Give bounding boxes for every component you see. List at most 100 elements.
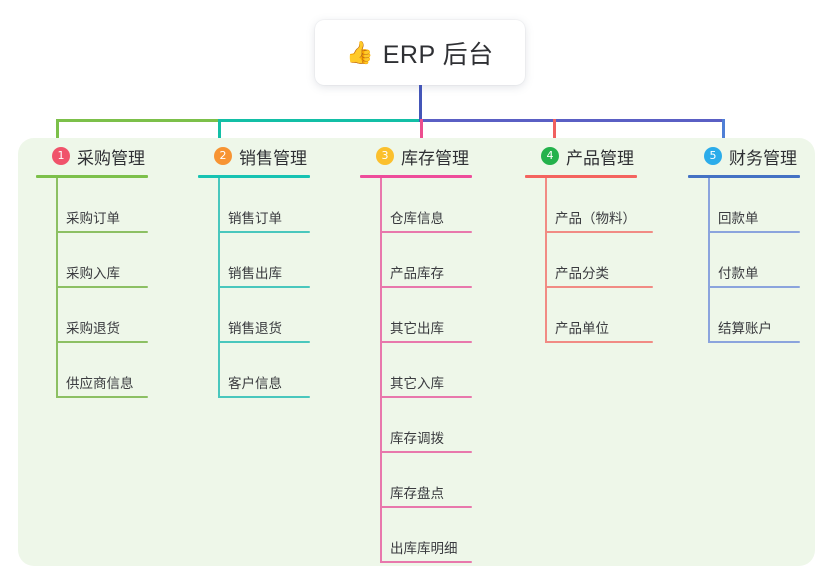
leaf-node[interactable]: 产品（物料）	[525, 178, 653, 233]
leaf-node[interactable]: 库存盘点	[360, 453, 472, 508]
branch-title-2: 销售管理	[239, 148, 307, 168]
leaf-node-label: 供应商信息	[66, 376, 134, 391]
branch-header-3[interactable]: 3 库存管理	[360, 143, 472, 169]
leaf-node-label: 回款单	[718, 211, 759, 226]
leaf-node-label: 出库库明细	[390, 541, 458, 556]
connector-bar-purple	[419, 119, 725, 122]
leaf-node[interactable]: 采购订单	[36, 178, 148, 233]
branch-items-3: 仓库信息产品库存其它出库其它入库库存调拨库存盘点出库库明细	[360, 178, 472, 563]
branch-rule-1	[36, 175, 148, 178]
branch-title-3: 库存管理	[401, 148, 469, 168]
branch-header-5[interactable]: 5 财务管理	[688, 143, 800, 169]
leaf-node-label: 产品单位	[555, 321, 609, 336]
leaf-node[interactable]: 销售出库	[198, 233, 310, 288]
branch-badge-2: 2	[214, 147, 232, 165]
branch-title-1: 采购管理	[77, 148, 145, 168]
leaf-node-rule	[545, 231, 653, 233]
leaf-node[interactable]: 采购退货	[36, 288, 148, 343]
leaf-node-rule	[380, 341, 472, 343]
leaf-node[interactable]: 付款单	[688, 233, 800, 288]
leaf-node-rule	[56, 286, 148, 288]
leaf-node-label: 其它入库	[390, 376, 444, 391]
leaf-node-rule	[708, 231, 800, 233]
branch-column-3: 3 库存管理仓库信息产品库存其它出库其它入库库存调拨库存盘点出库库明细	[360, 143, 472, 563]
root-node-label: ERP 后台	[382, 40, 494, 69]
leaf-node-rule	[218, 341, 310, 343]
leaf-node-label: 付款单	[718, 266, 759, 281]
connector-drop-3	[420, 119, 423, 147]
leaf-node-rule	[545, 341, 653, 343]
branch-badge-3: 3	[376, 147, 394, 165]
connector-drop-5	[722, 119, 725, 147]
branch-column-2: 2 销售管理销售订单销售出库销售退货客户信息	[198, 143, 310, 398]
branch-badge-5: 5	[704, 147, 722, 165]
leaf-node[interactable]: 销售订单	[198, 178, 310, 233]
leaf-node[interactable]: 出库库明细	[360, 508, 472, 563]
leaf-node-label: 其它出库	[390, 321, 444, 336]
root-node-card[interactable]: 👍 ERP 后台	[315, 20, 525, 85]
branch-rule-2	[198, 175, 310, 178]
branch-title-4: 产品管理	[566, 148, 634, 168]
leaf-node-label: 客户信息	[228, 376, 282, 391]
leaf-node-label: 产品（物料）	[555, 211, 636, 226]
leaf-node-label: 销售退货	[228, 321, 282, 336]
leaf-node-rule	[218, 286, 310, 288]
branch-items-2: 销售订单销售出库销售退货客户信息	[198, 178, 310, 398]
leaf-node-rule	[545, 286, 653, 288]
branch-spine-1	[56, 178, 58, 398]
leaf-node[interactable]: 供应商信息	[36, 343, 148, 398]
branch-rule-4	[525, 175, 637, 178]
leaf-node-label: 产品库存	[390, 266, 444, 281]
leaf-node[interactable]: 回款单	[688, 178, 800, 233]
leaf-node-rule	[380, 286, 472, 288]
leaf-node-rule	[218, 396, 310, 398]
leaf-node-label: 销售出库	[228, 266, 282, 281]
leaf-node-rule	[708, 341, 800, 343]
leaf-node[interactable]: 产品库存	[360, 233, 472, 288]
branch-rule-3	[360, 175, 472, 178]
branch-column-5: 5 财务管理回款单付款单结算账户	[688, 143, 800, 343]
leaf-node-rule	[56, 231, 148, 233]
leaf-node-rule	[380, 506, 472, 508]
leaf-node[interactable]: 库存调拨	[360, 398, 472, 453]
leaf-node[interactable]: 销售退货	[198, 288, 310, 343]
leaf-node-label: 销售订单	[228, 211, 282, 226]
leaf-node-label: 采购订单	[66, 211, 120, 226]
branch-title-5: 财务管理	[729, 148, 797, 168]
leaf-node-rule	[380, 396, 472, 398]
connector-bar-teal	[218, 119, 422, 122]
branch-spine-2	[218, 178, 220, 398]
leaf-node[interactable]: 采购入库	[36, 233, 148, 288]
leaf-node-label: 库存调拨	[390, 431, 444, 446]
leaf-node-label: 仓库信息	[390, 211, 444, 226]
leaf-node[interactable]: 仓库信息	[360, 178, 472, 233]
leaf-node-rule	[218, 231, 310, 233]
leaf-node-label: 采购入库	[66, 266, 120, 281]
leaf-node[interactable]: 客户信息	[198, 343, 310, 398]
branch-spine-4	[545, 178, 547, 343]
branch-rule-5	[688, 175, 800, 178]
connector-drop-2	[218, 119, 221, 147]
leaf-node-rule	[380, 231, 472, 233]
leaf-node[interactable]: 结算账户	[688, 288, 800, 343]
connector-drop-1	[56, 119, 59, 147]
connector-drop-4	[553, 119, 556, 147]
leaf-node-label: 库存盘点	[390, 486, 444, 501]
leaf-node-label: 结算账户	[718, 321, 772, 336]
branch-header-2[interactable]: 2 销售管理	[198, 143, 310, 169]
leaf-node-rule	[708, 286, 800, 288]
leaf-node-rule	[380, 451, 472, 453]
leaf-node-label: 采购退货	[66, 321, 120, 336]
leaf-node[interactable]: 产品单位	[525, 288, 653, 343]
branch-spine-5	[708, 178, 710, 343]
leaf-node[interactable]: 其它入库	[360, 343, 472, 398]
leaf-node-rule	[56, 396, 148, 398]
branch-items-4: 产品（物料） 产品分类产品单位	[525, 178, 653, 343]
root-node-content: 👍 ERP 后台	[346, 35, 493, 71]
connector-bar-green	[56, 119, 220, 122]
leaf-node[interactable]: 其它出库	[360, 288, 472, 343]
leaf-node[interactable]: 产品分类	[525, 233, 653, 288]
